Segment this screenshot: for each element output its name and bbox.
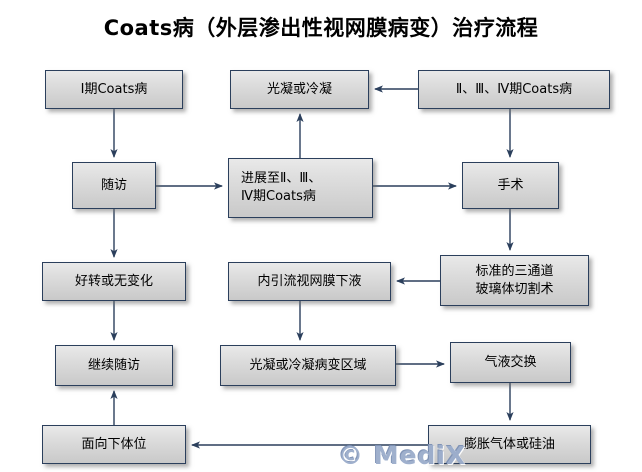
node-stage-1-coats-disease[interactable]: Ⅰ期Coats病 xyxy=(45,70,183,109)
node-label: Ⅱ、Ⅲ、Ⅳ期Coats病 xyxy=(455,81,573,97)
node-label: 内引流视网膜下液 xyxy=(257,273,362,289)
node-label: Ⅰ期Coats病 xyxy=(80,81,148,97)
node-label: 好转或无变化 xyxy=(74,273,153,289)
node-label: 光凝或冷凝 xyxy=(266,81,332,97)
watermark: © MediX xyxy=(338,441,467,470)
node-photocoagulation-cryotherapy-lesion-area[interactable]: 光凝或冷凝病变区域 xyxy=(220,345,396,386)
node-follow-up[interactable]: 随访 xyxy=(72,162,156,209)
node-label: 标准的三通道 玻璃体切割术 xyxy=(475,263,554,297)
node-air-fluid-exchange[interactable]: 气液交换 xyxy=(450,342,571,383)
node-label: 手术 xyxy=(497,177,524,193)
node-label: 随访 xyxy=(100,177,127,193)
node-label: 继续随访 xyxy=(87,357,140,373)
node-face-down-position[interactable]: 面向下体位 xyxy=(42,425,186,464)
node-progression-to-stage-2-3-4[interactable]: 进展至Ⅱ、Ⅲ、 Ⅳ期Coats病 xyxy=(228,158,373,218)
node-standard-three-port-vitrectomy[interactable]: 标准的三通道 玻璃体切割术 xyxy=(440,255,589,306)
node-expanding-gas-or-silicone-oil[interactable]: 膨胀气体或硅油 xyxy=(428,425,591,464)
node-photocoagulation-or-cryotherapy[interactable]: 光凝或冷凝 xyxy=(230,70,369,109)
node-label: 气液交换 xyxy=(484,354,537,370)
node-surgery[interactable]: 手术 xyxy=(462,162,559,209)
page-title: Coats病（外层渗出性视网膜病变）治疗流程 xyxy=(103,16,539,40)
node-label: 膨胀气体或硅油 xyxy=(463,436,555,452)
node-continue-follow-up[interactable]: 继续随访 xyxy=(55,345,173,386)
node-stage-2-3-4-coats-disease[interactable]: Ⅱ、Ⅲ、Ⅳ期Coats病 xyxy=(418,70,610,109)
node-label: 光凝或冷凝病变区域 xyxy=(249,357,367,373)
node-label: 面向下体位 xyxy=(81,436,147,452)
node-internal-drainage-subretinal-fluid[interactable]: 内引流视网膜下液 xyxy=(228,262,391,301)
node-improved-or-unchanged[interactable]: 好转或无变化 xyxy=(42,262,186,301)
node-label: 进展至Ⅱ、Ⅲ、 Ⅳ期Coats病 xyxy=(241,171,322,204)
